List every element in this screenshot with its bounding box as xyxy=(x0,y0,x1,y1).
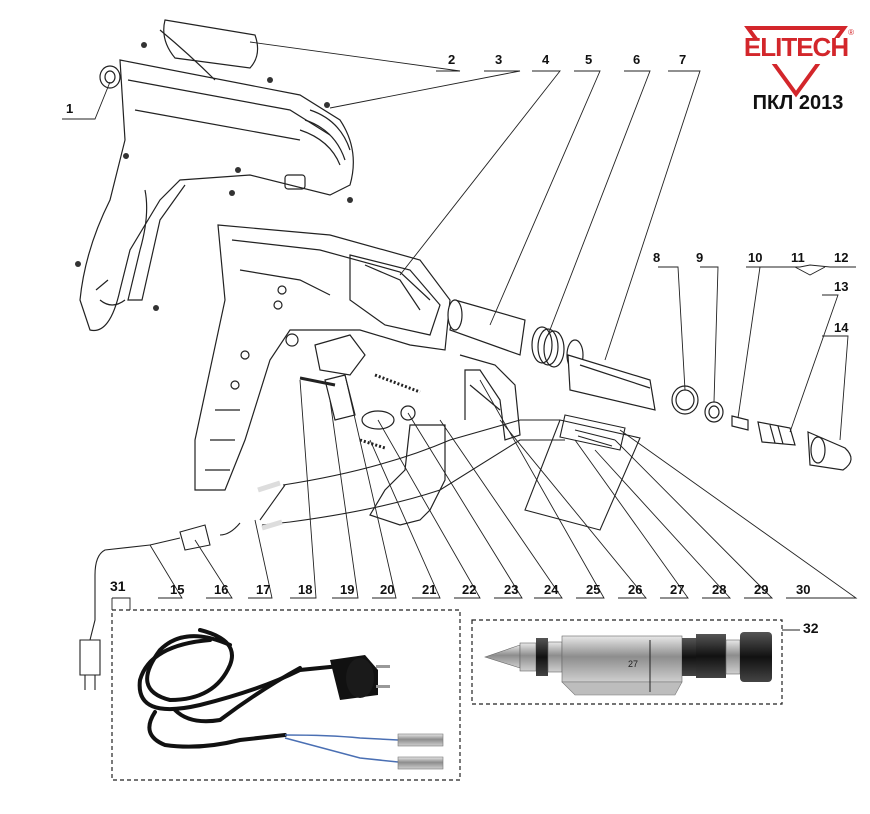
part-number-label: 27 xyxy=(670,582,684,597)
part-number-label: 9 xyxy=(696,250,703,265)
heater-box: 27 xyxy=(471,619,800,705)
model-name: ПКЛ 2013 xyxy=(752,92,844,114)
part-number-label: 30 xyxy=(796,582,810,597)
brand-name: ELITECH xyxy=(743,32,849,62)
part-number-label: 1 xyxy=(66,101,73,116)
part-number-label: 20 xyxy=(380,582,394,597)
cord-box xyxy=(111,597,461,781)
part-number-label: 11 xyxy=(791,250,805,265)
heater-dimension-label: 27 xyxy=(628,659,638,669)
part-number-label: 12 xyxy=(834,250,848,265)
part-number-label: 22 xyxy=(462,582,476,597)
screws xyxy=(75,42,353,311)
part-number-label: 18 xyxy=(298,582,312,597)
part-number-label: 6 xyxy=(633,52,640,67)
cord-box-label: 31 xyxy=(110,578,126,594)
housing-upper xyxy=(79,19,354,332)
heater-box-label: 32 xyxy=(803,620,819,636)
bottom-part-numbers: 15 16 17 18 19 20 21 22 23 24 25 26 27 2… xyxy=(170,582,810,597)
heater-photo: 27 xyxy=(484,632,772,696)
part-number-label: 14 xyxy=(834,320,849,335)
leaders xyxy=(62,41,858,599)
part-number-label: 23 xyxy=(504,582,518,597)
part-number-label: 17 xyxy=(256,582,270,597)
part-number-label: 4 xyxy=(542,52,550,67)
part-number-label: 2 xyxy=(448,52,455,67)
part-number-label: 25 xyxy=(586,582,600,597)
part-number-label: 5 xyxy=(585,52,592,67)
part-number-label: 8 xyxy=(653,250,660,265)
part-number-label: 7 xyxy=(679,52,686,67)
power-cord-photo xyxy=(137,628,352,749)
part-number-label: 29 xyxy=(754,582,768,597)
wires xyxy=(79,419,565,690)
part-number-label: 16 xyxy=(214,582,228,597)
housing-lower xyxy=(194,224,451,491)
right-part-numbers: 8 9 10 11 12 13 14 xyxy=(653,250,849,335)
part-number-label: 24 xyxy=(544,582,559,597)
brand-logo: ELITECH ® xyxy=(736,24,856,104)
part-number-label: 3 xyxy=(495,52,502,67)
logo-triangle-icon xyxy=(736,26,856,98)
plug-photo xyxy=(330,655,390,700)
top-part-numbers: 2 3 4 5 6 7 1 xyxy=(66,52,686,116)
part-number-label: 19 xyxy=(340,582,354,597)
part-number-label: 26 xyxy=(628,582,642,597)
part-number-label: 21 xyxy=(422,582,436,597)
registered-mark: ® xyxy=(848,28,854,37)
part-number-label: 15 xyxy=(170,582,184,597)
part-number-label: 10 xyxy=(748,250,762,265)
heater-tube xyxy=(447,299,852,471)
part-number-label: 28 xyxy=(712,582,726,597)
part-number-label: 13 xyxy=(834,279,848,294)
